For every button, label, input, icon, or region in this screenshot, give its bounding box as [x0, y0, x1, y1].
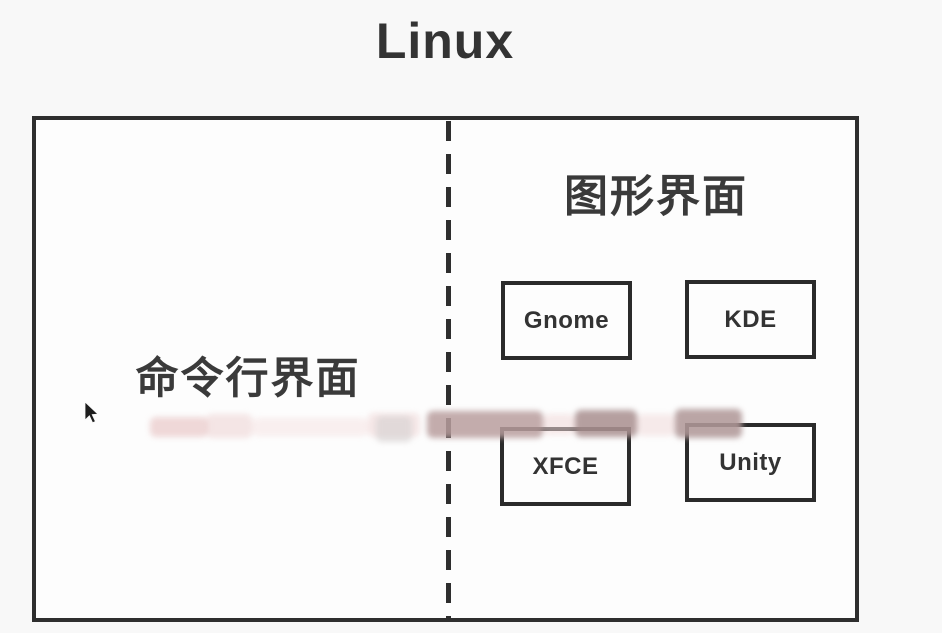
desktop-env-box-gnome: Gnome: [501, 281, 632, 360]
desktop-env-label: XFCE: [532, 452, 599, 480]
desktop-env-box-unity: Unity: [685, 423, 816, 502]
desktop-env-label: Unity: [719, 448, 782, 476]
left-panel-label-cli: 命令行界面: [135, 355, 361, 403]
mouse-pointer-icon: [84, 401, 99, 424]
right-panel-label-gui: 图形界面: [564, 172, 748, 221]
linux-system-box: [32, 116, 859, 622]
dashed-divider-line: [446, 121, 451, 619]
diagram-title: Linux: [375, 13, 515, 69]
desktop-env-box-xfce: XFCE: [500, 427, 631, 506]
desktop-env-label: Gnome: [523, 306, 610, 334]
desktop-env-box-kde: KDE: [685, 280, 816, 359]
desktop-env-label: KDE: [724, 305, 777, 333]
